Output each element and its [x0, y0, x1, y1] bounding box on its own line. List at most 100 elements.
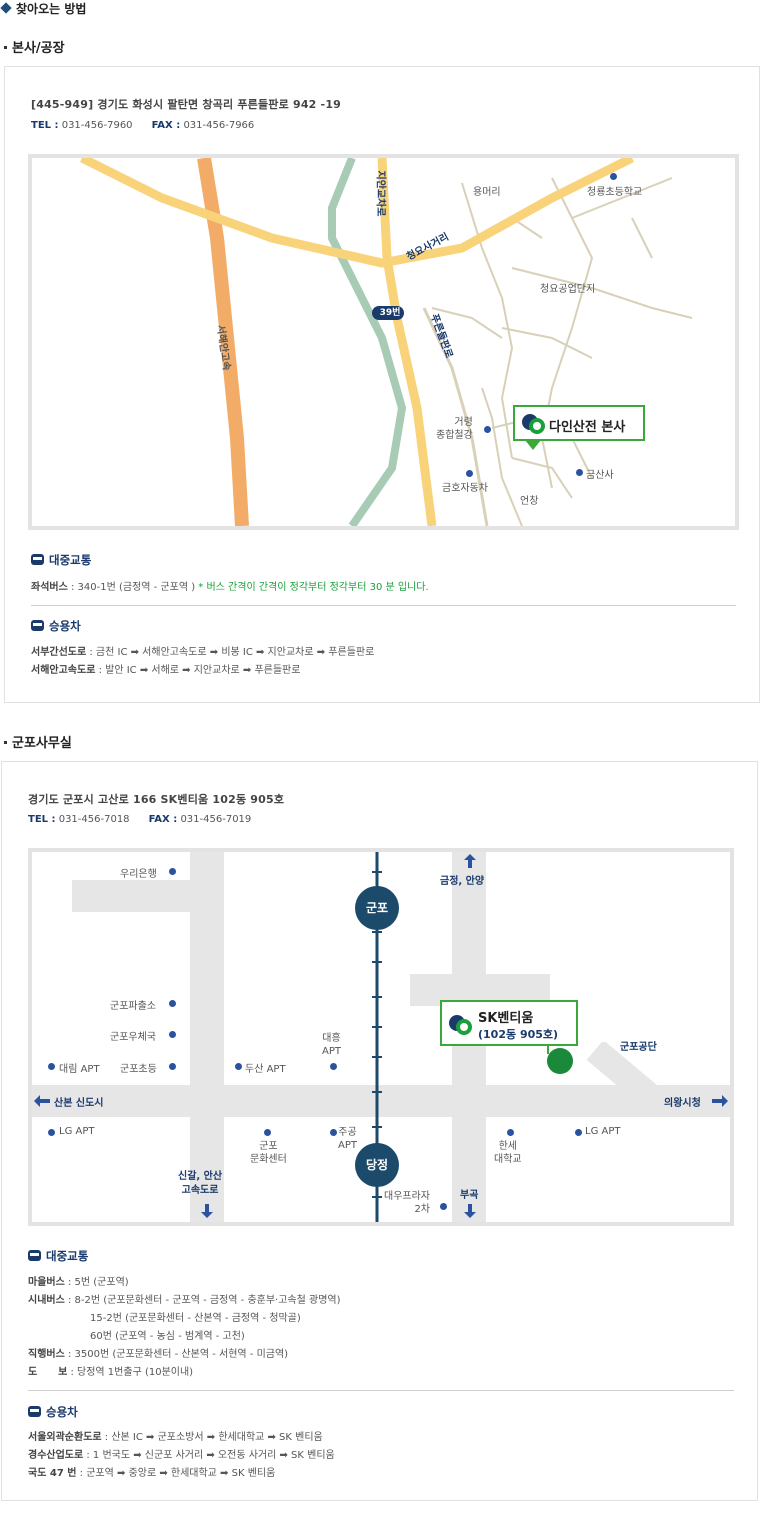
hq-route-line: 서부간선도로 : 금천 IC ➡ 서해안고속도로 ➡ 비봉 IC ➡ 지안교차로…	[31, 647, 375, 658]
road	[72, 880, 190, 912]
label-post: 군포우체국	[110, 1032, 156, 1043]
gunpo-transit-line: 60번 (군포역 - 농심 - 범계역 - 고천)	[90, 1331, 245, 1342]
sk-callout[interactable]: SK벤티움 (102동 905호)	[440, 1000, 578, 1046]
label-lg-left: LG APT	[59, 1126, 95, 1137]
gunpo-transit-line: 15-2번 (군포문화센터 - 산본역 - 금정역 - 청막골)	[90, 1313, 301, 1324]
map-dot	[330, 1063, 337, 1070]
label-geumsan: 금산사	[586, 470, 614, 481]
map-dot	[575, 1129, 582, 1136]
divider	[31, 605, 736, 606]
car-icon	[28, 1406, 41, 1417]
bus-icon	[28, 1250, 41, 1261]
gunpo-route-line: 서울외곽순환도로 : 산본 IC ➡ 군포소방서 ➡ 한세대학교 ➡ SK 벤티…	[28, 1432, 323, 1443]
label-georyeong: 거령 종합철강	[436, 417, 473, 441]
location-marker	[547, 1048, 573, 1074]
gunpo-transit-line: 시내버스 : 8-2번 (군포문화센터 - 군포역 - 금정역 - 충훈부·고속…	[28, 1295, 341, 1306]
label-uiwang: 의왕시청	[664, 1098, 701, 1109]
sk-unit: (102동 905호)	[478, 1028, 559, 1041]
label-daerim: 대림 APT	[59, 1064, 100, 1075]
bullet-icon	[4, 46, 7, 49]
gunpo-car-title: 승용차	[28, 1404, 78, 1420]
hq-address: [445-949] 경기도 화성시 팔탄면 창곡리 푸른들판로 942 -19	[31, 98, 342, 111]
label-doosan: 두산 APT	[245, 1064, 286, 1075]
divider	[28, 1390, 734, 1391]
hq-map-roads	[79, 158, 693, 526]
map-dot	[48, 1063, 55, 1070]
gunpo-contact: TEL : 031-456-7018 FAX : 031-456-7019	[28, 814, 252, 825]
map-dot	[484, 426, 491, 433]
gunpo-transit-line: 도 보 : 당정역 1번출구 (10분이내)	[28, 1367, 194, 1378]
label-hanse: 한세 대학교	[494, 1141, 522, 1165]
map-dot	[610, 173, 617, 180]
label-school: 청룡초등학교	[587, 187, 643, 198]
company-name: 다인산전 본사	[549, 420, 626, 435]
map-dot	[169, 1063, 176, 1070]
station-gunpo: 군포	[355, 886, 399, 930]
hq-box: [445-949] 경기도 화성시 팔탄면 창곡리 푸른들판로 942 -19 …	[4, 66, 760, 703]
hq-bus-line: 좌석버스 : 340-1번 (금정역 - 군포역 ) * 버스 간격이 간격이 …	[31, 582, 429, 593]
hq-map[interactable]: 39번 용머리 청룡초등학교 청요사거리 청요공업단지 지안교차로 푸른들판로 …	[28, 154, 739, 530]
company-logo-icon	[449, 1015, 472, 1035]
car-icon	[31, 620, 44, 631]
sk-name: SK벤티움	[478, 1011, 534, 1026]
gunpo-public-transit-title: 대중교통	[28, 1248, 88, 1264]
callout-pointer	[525, 440, 541, 450]
page-title: 찾아오는 방법	[0, 0, 86, 17]
gunpo-box: 경기도 군포시 고산로 166 SK벤티움 102동 905호 TEL : 03…	[1, 761, 758, 1501]
callout-pointer	[547, 1046, 549, 1054]
hq-contact: TEL : 031-456-7960 FAX : 031-456-7966	[31, 120, 255, 131]
map-dot	[235, 1063, 242, 1070]
company-logo-icon	[522, 414, 545, 434]
label-geumjeong: 금정, 안양	[440, 876, 485, 887]
map-dot	[48, 1129, 55, 1136]
label-jiangyocharo: 지안교차로	[374, 170, 386, 217]
label-singal: 신갈, 안산 고속도로	[178, 1171, 223, 1196]
bullet-icon	[4, 741, 7, 744]
diamond-icon	[0, 2, 12, 14]
road	[190, 852, 224, 1222]
hq-car-title: 승용차	[31, 618, 81, 634]
map-dot	[330, 1129, 337, 1136]
map-dot	[264, 1129, 271, 1136]
label-sanbon: 산본 신도시	[54, 1098, 104, 1109]
label-eonchang: 언창	[520, 496, 539, 507]
label-bugok: 부곡	[460, 1190, 479, 1201]
label-police: 군포파출소	[110, 1001, 156, 1012]
label-woori: 우리은행	[120, 869, 157, 880]
label-daeheung: 대흥 APT	[322, 1033, 341, 1057]
map-dot	[169, 1031, 176, 1038]
gunpo-route-line: 국도 47 번 : 군포역 ➡ 중앙로 ➡ 한세대학교 ➡ SK 벤티움	[28, 1468, 276, 1479]
map-dot	[169, 868, 176, 875]
arrow-down-icon	[201, 1204, 213, 1218]
hq-callout[interactable]: 다인산전 본사	[513, 405, 645, 441]
label-gongdan: 군포공단	[620, 1042, 657, 1053]
gunpo-map[interactable]: 군포 당정 우리은행 금정, 안양 군포파출소 군포우체국 대림 APT 군포초…	[28, 848, 734, 1226]
hq-route-line: 서해안고속도로 : 발안 IC ➡ 서해로 ➡ 지안교차로 ➡ 푸른들판로	[31, 665, 301, 676]
bus-icon	[31, 554, 44, 565]
road	[587, 1042, 666, 1112]
map-dot	[169, 1000, 176, 1007]
gunpo-route-line: 경수산업도로 : 1 번국도 ➡ 신군포 사거리 ➡ 오전동 사거리 ➡ SK …	[28, 1450, 335, 1461]
road	[32, 1085, 730, 1117]
label-lg-right: LG APT	[585, 1126, 621, 1137]
label-geumho: 금호자동차	[442, 483, 488, 494]
label-jugong: 주공 APT	[338, 1127, 357, 1151]
arrow-left-icon	[34, 1095, 50, 1107]
label-gunpo-elem: 군포초등	[120, 1064, 157, 1075]
gunpo-address: 경기도 군포시 고산로 166 SK벤티움 102동 905호	[28, 793, 285, 806]
map-dot	[507, 1129, 514, 1136]
arrow-up-icon	[464, 854, 476, 868]
station-dangjeong: 당정	[355, 1143, 399, 1187]
label-yongmeori: 용머리	[473, 187, 501, 198]
label-culture: 군포 문화센터	[250, 1141, 287, 1165]
arrow-right-icon	[712, 1095, 728, 1107]
label-industrial: 청요공업단지	[540, 284, 596, 295]
section-title-hq: 본사/공장	[4, 37, 65, 56]
gunpo-transit-line: 직행버스 : 3500번 (군포문화센터 - 산본역 - 서현역 - 미금역)	[28, 1349, 289, 1360]
map-dot	[440, 1203, 447, 1210]
hq-public-transit-title: 대중교통	[31, 552, 91, 568]
gunpo-transit-line: 마을버스 : 5번 (군포역)	[28, 1277, 129, 1288]
route-39-label: 39번	[379, 308, 401, 318]
arrow-down-icon	[464, 1204, 476, 1218]
map-dot	[466, 470, 473, 477]
